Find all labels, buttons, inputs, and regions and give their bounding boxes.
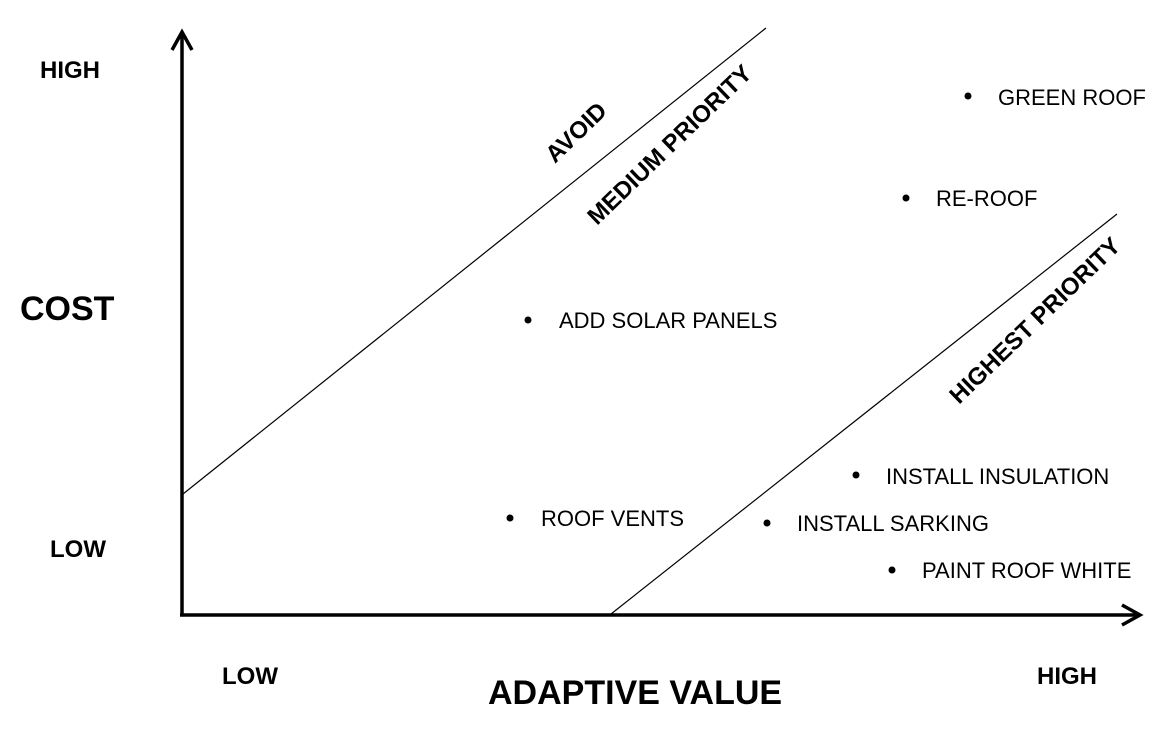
bullet-dot	[888, 566, 896, 574]
bullet-dot	[524, 316, 532, 324]
item-label: GREEN ROOF	[998, 85, 1146, 110]
item-label: INSTALL INSULATION	[886, 464, 1109, 489]
item-label: ROOF VENTS	[541, 506, 684, 531]
item-re-roof: RE-ROOF	[902, 186, 1037, 211]
item-label: ADD SOLAR PANELS	[559, 308, 777, 333]
avoid-medium-boundary	[182, 27, 767, 495]
item-add-solar-panels: ADD SOLAR PANELS	[524, 308, 777, 333]
item-label: PAINT ROOF WHITE	[922, 558, 1131, 583]
y-axis-arrowhead	[170, 28, 194, 51]
x-axis-low-label: LOW	[222, 663, 278, 690]
y-axis-title: COST	[20, 290, 115, 328]
zone-medium-priority-label: MEDIUM PRIORITY	[582, 60, 757, 230]
zone-highest-priority-label: HIGHEST PRIORITY	[944, 232, 1126, 409]
item-green-roof: GREEN ROOF	[964, 85, 1146, 110]
y-axis-low-label: LOW	[50, 536, 106, 563]
x-axis-high-label: HIGH	[1037, 663, 1097, 690]
zone-avoid-label: AVOID	[540, 97, 612, 168]
item-label: INSTALL SARKING	[797, 511, 989, 536]
bullet-dot	[902, 194, 910, 202]
zone-boundaries	[182, 27, 1118, 615]
y-axis-high-label: HIGH	[40, 57, 100, 84]
item-label: RE-ROOF	[936, 186, 1037, 211]
item-install-insulation: INSTALL INSULATION	[852, 464, 1109, 489]
x-axis-arrowhead	[1121, 603, 1144, 627]
item-install-sarking: INSTALL SARKING	[763, 511, 989, 536]
medium-highest-boundary	[610, 213, 1118, 615]
bullet-dot	[506, 514, 514, 522]
item-roof-vents: ROOF VENTS	[506, 506, 684, 531]
x-axis-title: ADAPTIVE VALUE	[488, 674, 782, 712]
bullet-dot	[763, 519, 771, 527]
bullet-dot	[964, 92, 972, 100]
item-paint-roof-white: PAINT ROOF WHITE	[888, 558, 1131, 583]
axes	[170, 28, 1144, 627]
bullet-dot	[852, 471, 860, 479]
